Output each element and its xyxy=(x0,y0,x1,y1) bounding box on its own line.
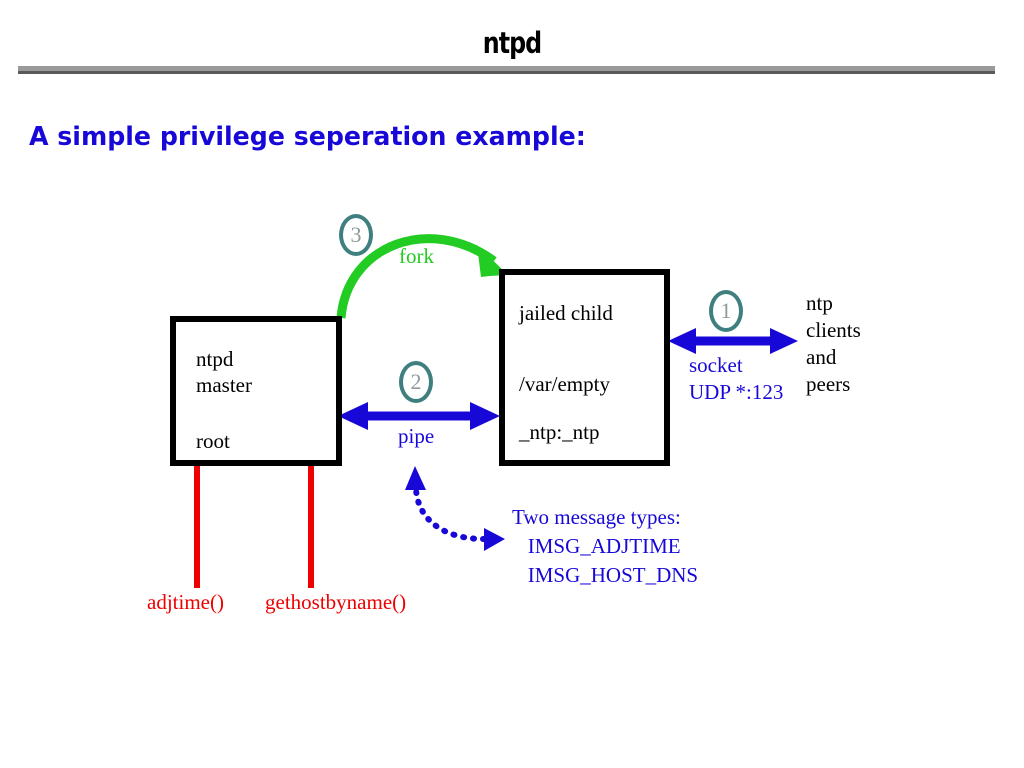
fork-label: fork xyxy=(399,244,434,268)
slide-subtitle: A simple privilege seperation example: xyxy=(29,122,586,152)
pipe-label: pipe xyxy=(398,424,435,448)
child-box-user: _ntp:_ntp xyxy=(519,420,600,444)
master-box-label: ntpd master xyxy=(196,347,252,398)
message-types-label: Two message types: IMSG_ADJTIME IMSG_HOS… xyxy=(512,505,699,587)
process-box-jailed-child[interactable] xyxy=(499,269,670,466)
step-marker-1[interactable]: 1 xyxy=(709,290,743,332)
step-marker-1-number: 1 xyxy=(720,298,732,323)
process-box-master[interactable] xyxy=(170,316,342,466)
adjtime-label: adjtime() xyxy=(147,590,224,614)
master-box-privilege: root xyxy=(196,429,230,453)
step-marker-3[interactable]: 3 xyxy=(339,214,373,256)
step-marker-2-number: 2 xyxy=(410,369,422,394)
socket-label: socket UDP *:123 xyxy=(689,353,784,405)
socket-arrow xyxy=(668,328,798,354)
page-title: ntpd xyxy=(482,26,542,60)
gethostbyname-label: gethostbyname() xyxy=(265,590,407,614)
child-box-path: /var/empty xyxy=(519,372,610,396)
child-box-title: jailed child xyxy=(519,301,613,325)
ntp-clients-label: ntp clients and peers xyxy=(806,291,861,396)
step-marker-3-number: 3 xyxy=(350,222,362,247)
syscall-lines xyxy=(194,465,314,588)
message-callout-arrow xyxy=(405,466,505,551)
title-divider xyxy=(18,66,995,74)
step-marker-2[interactable]: 2 xyxy=(399,361,433,403)
